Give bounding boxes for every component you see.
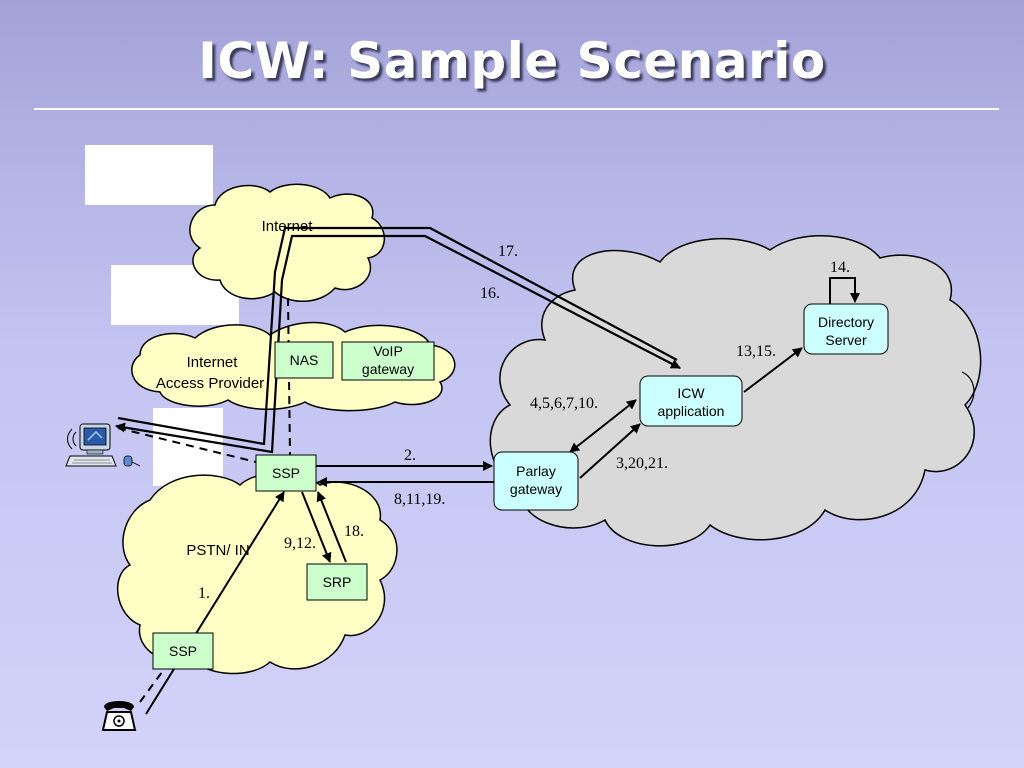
step-label-4-5-6-7-10: 4,5,6,7,10. — [530, 395, 598, 412]
arrow-step-13-15 — [743, 347, 803, 393]
slide-title: ICW: Sample Scenario — [198, 32, 826, 90]
directory-server-box — [803, 303, 889, 355]
icw-application-label-line2: application — [658, 403, 725, 419]
step-label-17: 17. — [498, 243, 518, 260]
srp-label: SRP — [323, 574, 352, 590]
ssp-main-box — [255, 454, 317, 492]
step-label-3-20-21: 3,20,21. — [616, 455, 668, 472]
icw-application-box — [639, 375, 743, 427]
internet-cloud — [189, 183, 386, 303]
dashed-link-computer-ssp — [117, 427, 257, 463]
access-provider-label-line2: Access Provider — [156, 375, 264, 392]
directory-server-label-line1: Directory — [818, 314, 874, 330]
arrow-step-18 — [316, 491, 347, 563]
voip-gateway-label-line1: VoIP — [373, 343, 403, 359]
dashed-link-phone-ssp — [139, 667, 166, 703]
step-label-14: 14. — [830, 259, 850, 276]
ssp-main-label: SSP — [272, 465, 300, 481]
arrow-step-9-12 — [301, 491, 332, 563]
telephone-icon — [101, 701, 137, 731]
step-label-9-12: 9,12. — [284, 535, 316, 552]
step-label-2: 2. — [404, 447, 416, 464]
pstn-cloud-label: PSTN/ IN — [186, 542, 249, 559]
computer-icon — [65, 423, 141, 467]
arrow-step-1 — [145, 491, 285, 715]
title-divider — [34, 108, 999, 110]
step-label-13-15: 13,15. — [736, 343, 776, 360]
nas-box — [274, 341, 334, 379]
step-label-8-11-19: 8,11,19. — [394, 491, 445, 508]
voip-gateway-box — [341, 341, 435, 381]
directory-server-label-line2: Server — [825, 332, 867, 348]
parlay-gateway-label-line2: gateway — [510, 481, 562, 497]
step-label-18: 18. — [344, 523, 364, 540]
srp-box — [306, 563, 368, 601]
arrow-step-4-10 — [569, 399, 637, 453]
internet-path-inner — [115, 234, 681, 454]
arrow-step-14-loop — [829, 277, 860, 304]
parlay-gateway-label-line1: Parlay — [516, 463, 556, 479]
placeholder-box-3 — [153, 408, 223, 486]
voip-gateway-label-line2: gateway — [362, 361, 414, 377]
operator-cloud-detail — [961, 371, 975, 409]
access-provider-label-line1: Internet — [187, 354, 239, 371]
step-label-16: 16. — [480, 285, 500, 302]
nas-box-label: NAS — [290, 352, 319, 368]
parlay-gateway-box — [493, 451, 579, 511]
icw-application-label-line1: ICW — [677, 385, 705, 401]
internet-cloud-label: Internet — [262, 218, 314, 235]
step-label-1: 1. — [198, 585, 210, 602]
internet-path-outer — [117, 226, 678, 446]
placeholder-box-1 — [85, 145, 213, 205]
ssp-lower-label: SSP — [169, 643, 197, 659]
ssp-lower-box — [152, 632, 214, 670]
